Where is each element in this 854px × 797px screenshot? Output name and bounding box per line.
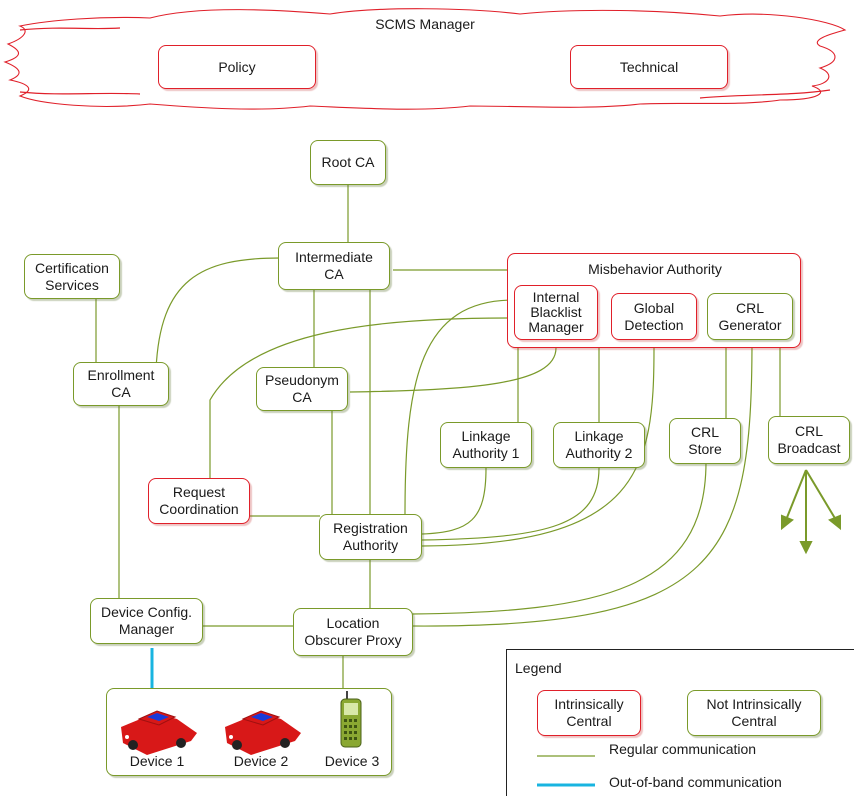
device-icons: [121, 691, 362, 755]
legend-out-of-band-label: Out-of-band communication: [609, 774, 782, 790]
scms-manager-cloud: [3, 8, 847, 110]
device-config-manager-node: Device Config. Manager: [90, 598, 203, 644]
certification-services-node: Certification Services: [24, 254, 120, 299]
legend: Legend Intrinsically Central Not Intrins…: [506, 649, 854, 796]
policy-box: Policy: [158, 45, 316, 89]
root-ca-node: Root CA: [310, 140, 386, 185]
global-detection-node: Global Detection: [611, 293, 697, 340]
legend-not-intrinsically-central: Not Intrinsically Central: [687, 690, 821, 736]
phone-icon: [340, 691, 362, 748]
car-icon: [225, 710, 301, 755]
misbehavior-authority-label: Misbehavior Authority: [588, 260, 722, 277]
internal-blacklist-manager-node: Internal Blacklist Manager: [514, 285, 598, 340]
intermediate-ca-node: Intermediate CA: [278, 242, 390, 290]
scms-manager-title: SCMS Manager: [375, 15, 475, 32]
linkage-authority-1-node: Linkage Authority 1: [440, 422, 532, 468]
legend-line-samples: [537, 755, 595, 787]
request-coordination-node: Request Coordination: [148, 478, 250, 524]
crl-generator-node: CRL Generator: [707, 293, 793, 340]
device-2-label: Device 2: [233, 752, 289, 769]
device-1-label: Device 1: [129, 752, 185, 769]
car-icon: [121, 710, 197, 755]
enrollment-ca-node: Enrollment CA: [73, 362, 169, 406]
crl-broadcast-node: CRL Broadcast: [768, 416, 850, 464]
crl-store-node: CRL Store: [669, 418, 741, 464]
broadcast-arrows: [781, 469, 841, 555]
pseudonym-ca-node: Pseudonym CA: [256, 367, 348, 411]
devices-group: Device 1 Device 2 Device 3: [106, 688, 392, 776]
legend-title: Legend: [515, 660, 562, 676]
location-obscurer-proxy-node: Location Obscurer Proxy: [293, 608, 413, 656]
device-3-label: Device 3: [324, 752, 380, 769]
legend-intrinsically-central: Intrinsically Central: [537, 690, 641, 736]
technical-box: Technical: [570, 45, 728, 89]
registration-authority-node: Registration Authority: [319, 514, 422, 560]
legend-regular-label: Regular communication: [609, 741, 757, 757]
linkage-authority-2-node: Linkage Authority 2: [553, 422, 645, 468]
